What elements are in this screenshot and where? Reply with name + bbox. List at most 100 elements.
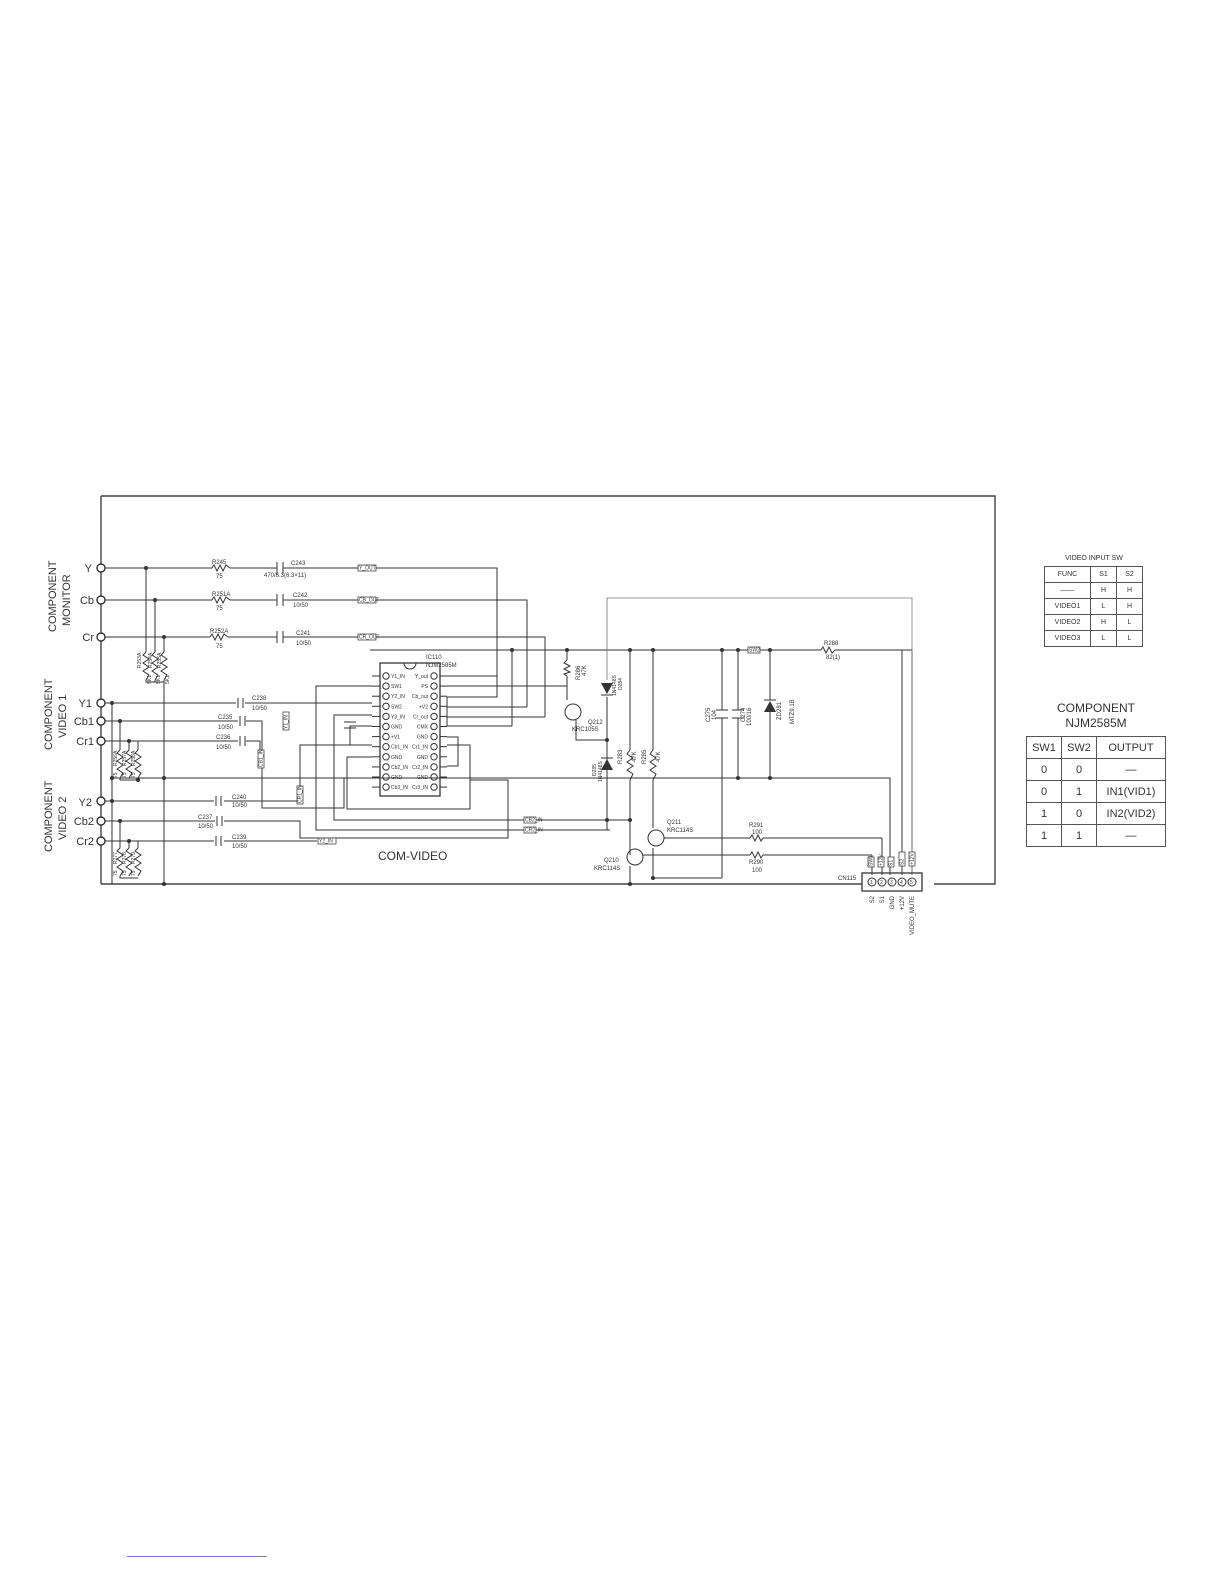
c237-value: 10/50 [198, 824, 214, 830]
table-row: 1 1 — [1026, 824, 1166, 847]
c239-label: C239 [232, 835, 247, 841]
group-label-video2-1: COMPONENT [43, 780, 55, 852]
q210-symbol [626, 848, 644, 866]
table-cell: IN1(VID1) [1096, 780, 1166, 803]
ic-pin-number [382, 692, 390, 700]
ic-pin-number [382, 732, 390, 741]
c242-label: C242 [293, 593, 308, 599]
table-cell: H [1116, 582, 1143, 599]
ic-left-pin-label: +V1 [391, 735, 400, 741]
net-tag-label: CB1_IN [259, 749, 265, 767]
ic-pin-number [430, 722, 438, 731]
table-row: 0 1 IN1(VID1) [1026, 780, 1166, 803]
diodes [601, 683, 776, 770]
table-cell: L [1090, 598, 1117, 615]
mon-res-4: R254A [148, 652, 154, 668]
ic-pin-number [430, 753, 438, 761]
connector-pin-number: 1 [870, 880, 873, 886]
ic-right-pin-label: PS [421, 684, 428, 690]
connector-pin-label: S1 [880, 895, 886, 903]
r245-value: 75 [216, 574, 223, 580]
ic-right-pin-label: Cr_out [413, 714, 429, 720]
table-cell: 0 [1026, 758, 1062, 781]
r285-value: 47K [656, 751, 662, 762]
ic110-body [379, 662, 441, 797]
net-tag-label: +12V [910, 853, 916, 865]
net-tag [908, 851, 916, 867]
net-tag [747, 646, 761, 654]
c275-value: 104 [712, 709, 718, 720]
jack-cr1 [96, 736, 106, 746]
net-tag [357, 596, 377, 604]
r290-label: R290 [749, 860, 764, 866]
jack-y2 [96, 796, 106, 806]
r245-label: R245 [212, 560, 227, 566]
jack-label-cb2: Cb2 [74, 816, 94, 828]
net-tag [867, 856, 875, 868]
ic-pin-number [382, 712, 390, 721]
mon-res-1: 5K1 [147, 675, 153, 684]
table-row: —— H H [1044, 582, 1143, 599]
resistors [116, 563, 836, 877]
link-underline[interactable] [127, 1556, 267, 1557]
ic-right-pin-label: GND [417, 735, 429, 741]
connector-pin-label: S2 [870, 895, 876, 903]
table-cell: 1 [1061, 780, 1097, 803]
ic-left-pin-label: Cb2_IN [391, 765, 408, 771]
ic-right-pin-label: Cr1_IN [412, 745, 428, 751]
jack-label-y: Y [85, 563, 93, 575]
net-tag-label: S1 [889, 860, 895, 866]
ic-right-pin-label: CMX [417, 725, 429, 731]
q211-label: Q211 [667, 820, 682, 826]
net-tag [317, 837, 337, 845]
ic-right-pin-label: Cr2_IN [412, 765, 428, 771]
ic-pin-number [430, 783, 438, 791]
table-row: VIDEO3 L L [1044, 630, 1143, 647]
jack-label-cr2: Cr2 [76, 836, 94, 848]
connector-pin [887, 877, 897, 887]
jack-cb2 [96, 816, 106, 826]
ic-right-pin-label: GND [417, 775, 429, 781]
v2-res-5: 75 [131, 870, 137, 876]
ic-pin-number [430, 702, 438, 710]
net-tag-label: Y_OUT [359, 566, 376, 572]
header-cell: S1 [1090, 566, 1117, 583]
v2-res-6: R279 [131, 852, 137, 864]
c241-label: C241 [296, 631, 311, 637]
v1-res-4: R257A [122, 750, 128, 766]
r251a-label: R251A [212, 592, 230, 598]
net-tag-label: SW2 [749, 648, 760, 654]
table-row: VIDEO2 H L [1044, 614, 1143, 631]
net-tag [887, 856, 895, 868]
mon-res-5: 5K1 [165, 675, 171, 684]
table-cell: 0 [1026, 780, 1062, 803]
table-cell: L [1090, 630, 1117, 647]
board-frame [100, 495, 996, 885]
v1-res-2: R256A [113, 750, 119, 766]
r286-label: R286 [576, 665, 582, 680]
v1-res-3: 75 [122, 772, 128, 778]
table-cell: — [1096, 758, 1166, 781]
group-label-video1-1: COMPONENT [43, 678, 55, 750]
ic110-label: IC110 [426, 655, 442, 661]
table-cell: IN2(VID2) [1096, 802, 1166, 825]
net-tag [523, 826, 537, 834]
net-tag [357, 633, 377, 641]
ic-left-pin-label: GND [391, 755, 403, 761]
v1-res-5: 75 [131, 772, 137, 778]
q212-symbol [564, 703, 582, 721]
net-tag [877, 856, 885, 868]
header-cell: OUTPUT [1096, 736, 1166, 759]
ic-pin-number [382, 702, 390, 710]
ic-pin-number [382, 672, 390, 680]
connector-pin-number: 3 [890, 880, 893, 886]
table-cell: L [1116, 614, 1143, 631]
ic-pin-number [382, 753, 390, 761]
c238-label: C238 [252, 696, 267, 702]
c235-label: C235 [218, 715, 233, 721]
net-tag-label: CB_OUT [359, 598, 379, 604]
video-input-table: FUNC S1 S2 —— H H VIDEO1 L H VIDEO2 H L … [1044, 566, 1143, 647]
jack-label-y1: Y1 [79, 698, 92, 710]
capacitors [215, 562, 744, 846]
